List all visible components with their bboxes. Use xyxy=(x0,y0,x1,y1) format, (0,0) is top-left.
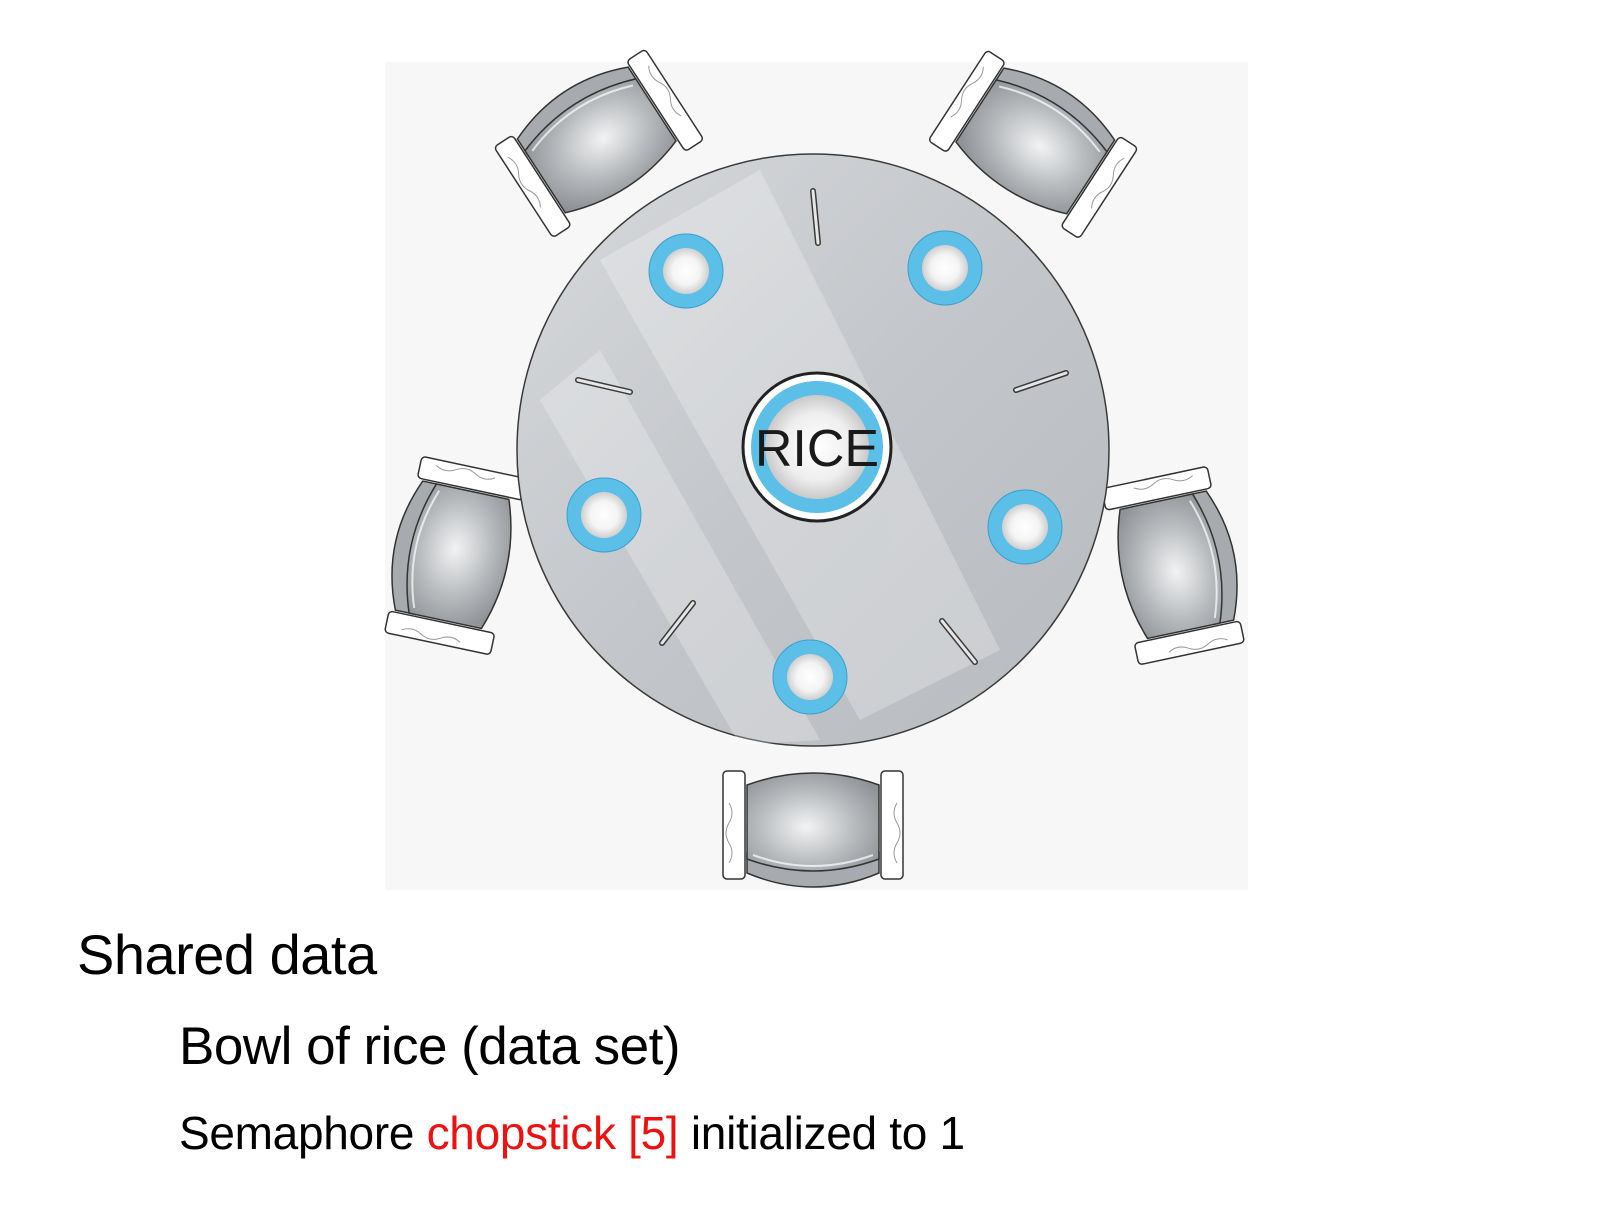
bowl-of-rice-item: Bowl of rice (data set) xyxy=(179,1016,680,1077)
semaphore-item: Semaphore chopstick [5] initialized to 1 xyxy=(179,1106,965,1160)
shared-data-heading: Shared data xyxy=(77,922,377,987)
plate xyxy=(988,490,1062,564)
plate xyxy=(567,478,641,552)
rice-bowl: RICE xyxy=(743,373,891,521)
plate xyxy=(649,234,723,308)
chair xyxy=(723,771,903,887)
semaphore-prefix: Semaphore xyxy=(179,1107,427,1159)
chopstick-array-highlight: chopstick [5] xyxy=(427,1107,679,1159)
plate xyxy=(773,640,847,714)
plate xyxy=(908,231,982,305)
dining-philosophers-diagram: RICE xyxy=(0,0,1598,920)
rice-label: RICE xyxy=(755,420,879,478)
semaphore-suffix: initialized to 1 xyxy=(678,1107,964,1159)
